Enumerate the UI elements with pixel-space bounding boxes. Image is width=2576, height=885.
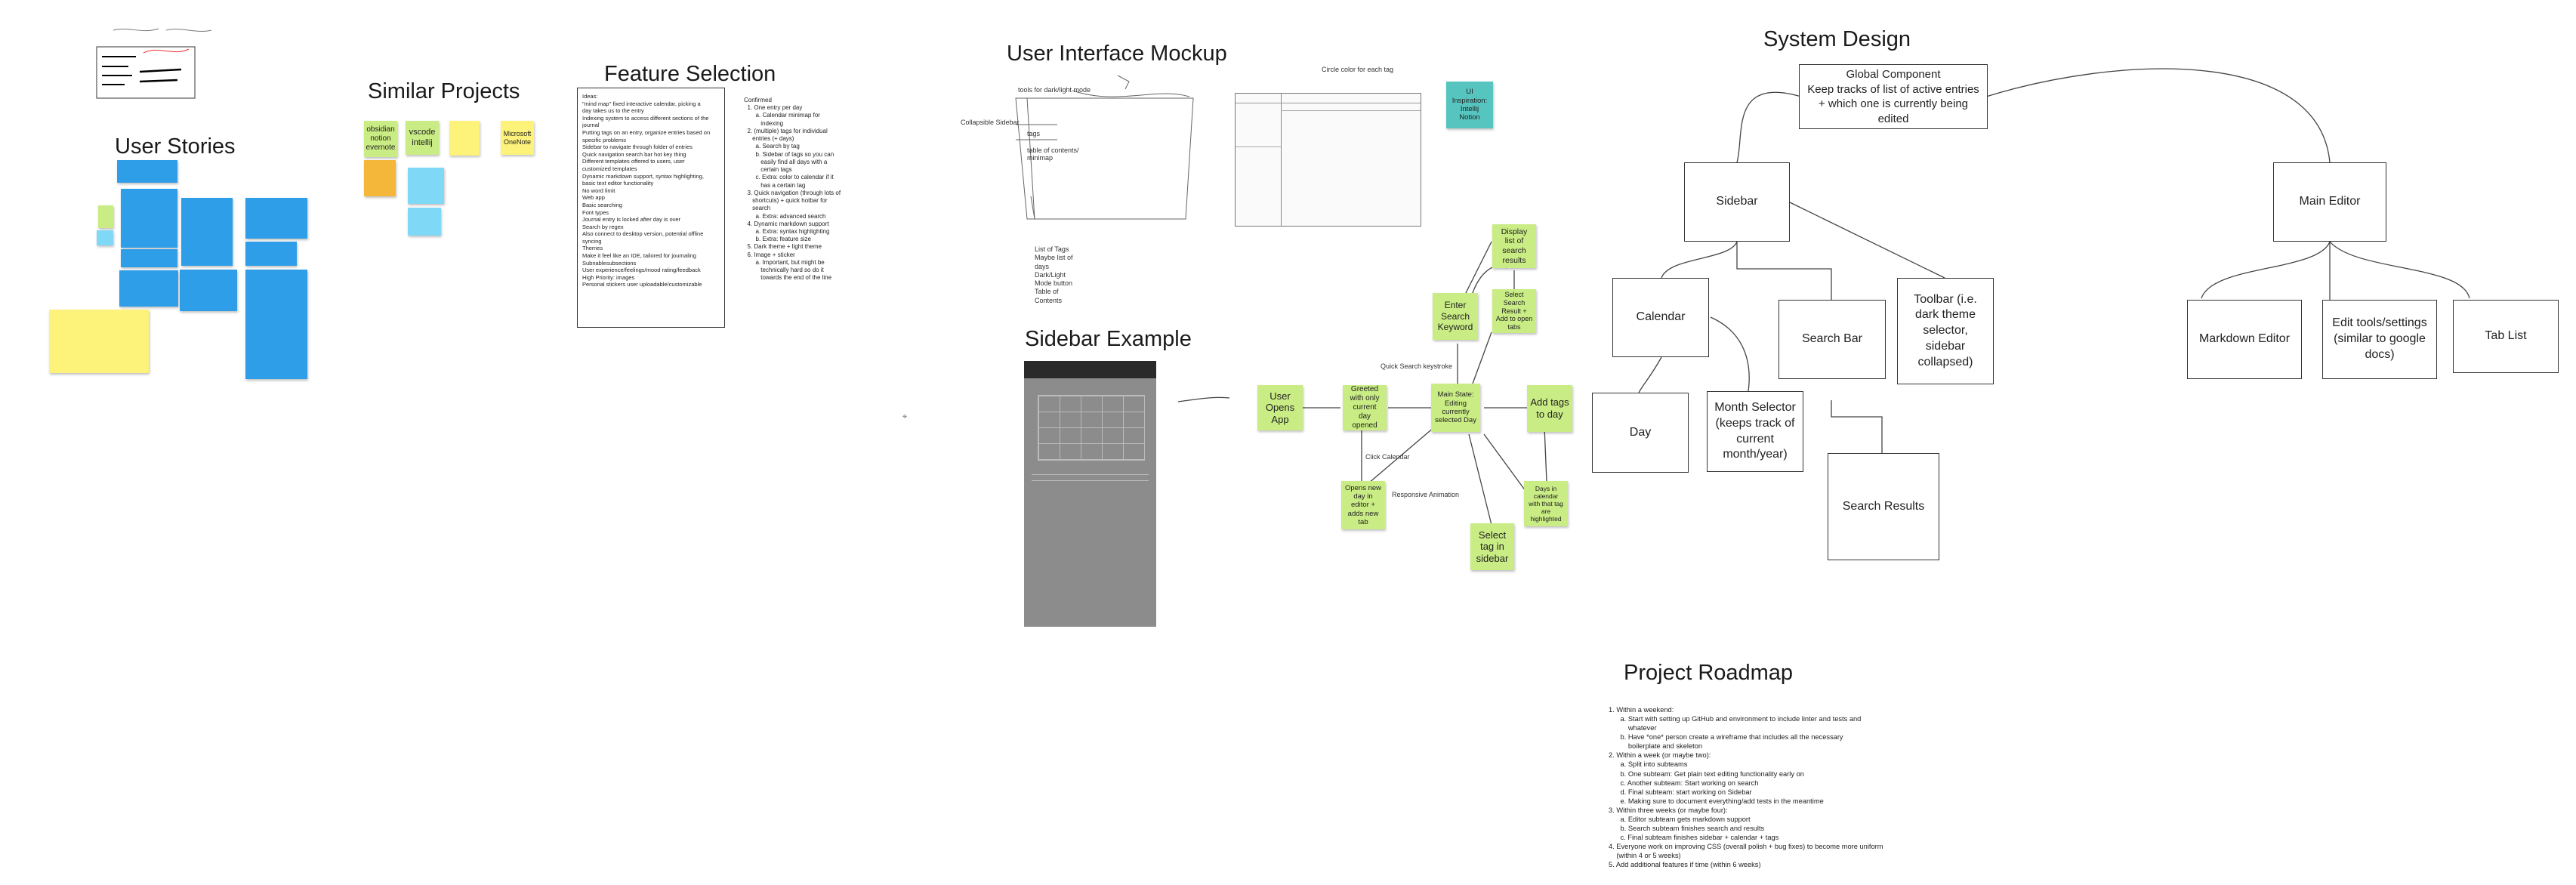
edge-global-sidebar [1736,91,1802,163]
similar-project-sticky: obsidian notion evernote [364,121,397,157]
user-story-sticky [180,270,237,311]
mockup-sketch-frame [1015,97,1194,220]
mockup-label: Collapsible Sidebar [961,119,1020,126]
user-story-sticky [119,270,178,307]
user-story-sticky [181,198,233,266]
edge-main-markdown [2201,241,2331,299]
flow-opens-new-day: Opens new day in editor + adds new tab [1341,481,1385,529]
search-bar-box: Search Bar [1779,300,1886,379]
user-story-sticky [117,160,177,183]
edge-sidebar-toolbar [1789,202,1945,279]
global-component-box: Global Component Keep tracks of list of … [1799,64,1988,129]
user-story-sticky [121,189,177,248]
sketch-frame [96,46,196,99]
similar-project-sticky: Microsoft OneNote [501,121,534,155]
edge-main-tablist [2329,241,2470,299]
similar-project-sticky [449,121,480,156]
mockup-calendar-wireframe [1235,93,1421,227]
ui-mockup-heading: User Interface Mockup [1007,42,1227,66]
similar-projects-heading: Similar Projects [368,79,520,103]
edge-days-main [1483,433,1526,492]
user-story-sticky [98,205,113,228]
flow-add-tags: Add tags to day [1527,385,1572,432]
edge-select-main [1472,331,1492,384]
cursor-icon: ⌖ [902,412,908,421]
sidebar-example-heading: Sidebar Example [1025,327,1192,351]
flow-edge-label: Click Calendar [1365,453,1410,461]
search-results-box: Search Results [1828,453,1939,560]
flow-main-state: Main State: Editing currently selected D… [1431,384,1480,432]
mockup-label: table of contents/ minimap [1027,146,1079,162]
edge-tags-days [1544,426,1547,483]
edge-calendar-day [1638,356,1662,393]
user-story-sticky [97,230,113,245]
calendar-box: Calendar [1612,278,1709,357]
similar-project-sticky [408,208,441,236]
edge-top-search [1464,241,1492,295]
feature-selection-heading: Feature Selection [604,62,776,86]
edge-sidebar-calendar [1661,241,1738,279]
mockup-label: tools for dark/light mode [1018,86,1091,94]
flow-greeted: Greeted with only current day opened [1343,385,1387,430]
mockup-circle-label: Circle color for each tag [1322,66,1394,73]
similar-project-sticky: vscode intellij [406,121,439,155]
flow-edge-label: Responsive Animation [1392,491,1460,498]
flow-display-results: Display list of search results [1492,224,1536,268]
user-stories-heading: User Stories [115,134,236,159]
mockup-label: tags [1027,130,1041,137]
ui-inspiration-sticky: UI Inspiration: Intellij Notion [1446,82,1493,128]
tab-list-box: Tab List [2453,300,2559,373]
user-story-sticky [245,242,297,266]
project-roadmap-heading: Project Roadmap [1624,661,1794,685]
sidebar-box: Sidebar [1684,162,1790,242]
user-story-sticky [245,198,307,239]
confirmed-list: Confirmed 1. One entry per day a. Calend… [744,97,841,282]
edge-global-main-editor [1985,68,2331,163]
toolbar-box: Toolbar (i.e. dark theme selector, sideb… [1897,278,1994,384]
markdown-editor-box: Markdown Editor [2187,300,2302,379]
flow-select-result: Select Search Result + Add to open tabs [1492,289,1536,333]
user-stories-sketch [91,23,211,106]
edge-sidebar-searchbar [1736,242,1832,300]
flow-enter-search: Enter Search Keyword [1433,293,1478,340]
user-story-sticky [121,249,177,267]
flow-days-highlighted: Days in calendar with that tag are highl… [1524,481,1568,526]
user-story-sticky [245,270,307,379]
sidebar-example-image [1024,361,1156,627]
edge-calendar-month [1710,316,1750,392]
edge-sidebar-example [1177,396,1230,402]
day-box: Day [1592,393,1689,473]
similar-project-sticky [364,160,396,196]
edge-searchbar-results [1831,400,1883,453]
flow-select-tag: Select tag in sidebar [1470,523,1514,570]
flow-edge-label: Quick Search keystroke [1381,362,1453,370]
mockup-label: List of Tags Maybe list of days Dark/Lig… [1035,245,1073,304]
edit-tools-box: Edit tools/settings (similar to google d… [2322,300,2437,379]
flow-user-opens-app: User Opens App [1257,385,1303,430]
month-selector-box: Month Selector (keeps track of current m… [1707,391,1803,472]
roadmap-list: 1. Within a weekend: a. Start with setti… [1609,706,1883,869]
edge-main-opens [1368,426,1436,484]
user-story-sticky [49,310,149,373]
main-editor-box: Main Editor [2273,162,2386,242]
system-design-heading: System Design [1763,27,1911,51]
feature-selection-doc: Ideas: "mind map" fixed interactive cale… [577,88,725,328]
edge-main-selecttag [1468,433,1492,526]
ideas-list: Ideas: "mind map" fixed interactive cale… [582,93,711,288]
similar-project-sticky [408,168,444,204]
